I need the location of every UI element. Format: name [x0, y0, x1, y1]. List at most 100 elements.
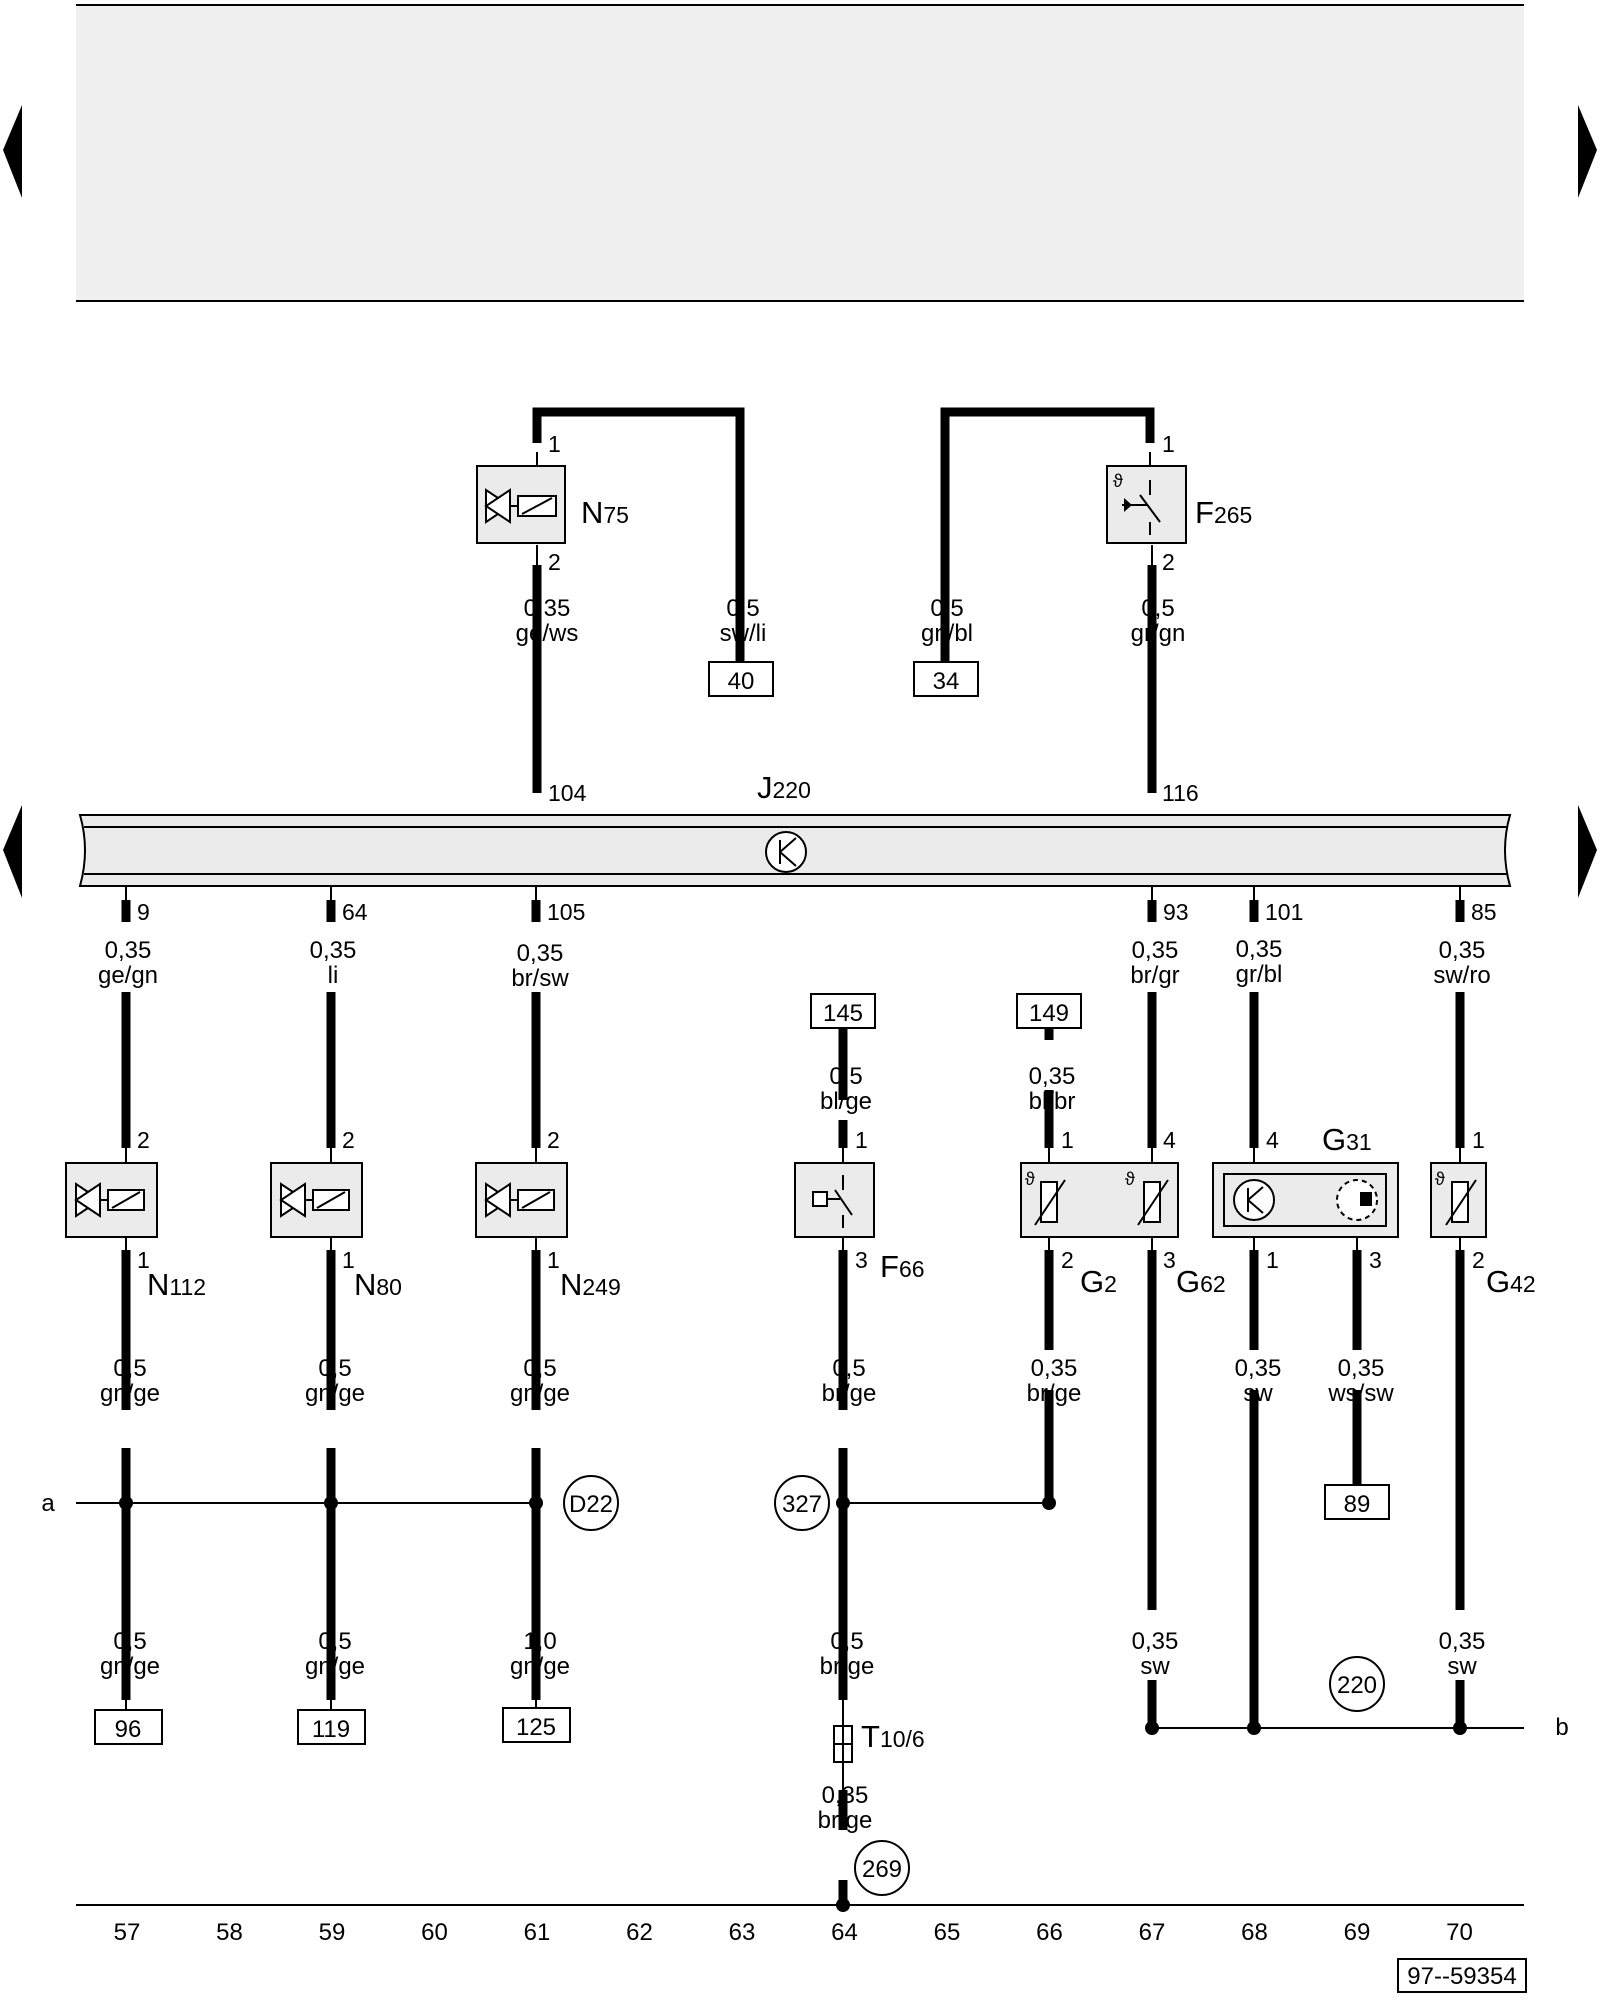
j220-control-unit	[78, 814, 1512, 887]
wire-g42-bt-size: 0,35	[1439, 1628, 1486, 1655]
next-page-arrow-lower-icon[interactable]	[1578, 805, 1597, 898]
wire-g31-1-color: sw	[1243, 1380, 1273, 1407]
j220-pin-93: 93	[1163, 899, 1189, 925]
wire-105-size: 0,35	[517, 940, 564, 967]
wire-119-color: gn/ge	[305, 1653, 365, 1680]
ref-box-89	[1324, 1484, 1390, 1520]
wire-9-size: 0,35	[105, 937, 152, 964]
g42-thermo-icon: ϑ	[1435, 1169, 1445, 1189]
g2-pin-2: 2	[1061, 1247, 1074, 1273]
prev-page-arrow-icon[interactable]	[3, 105, 22, 198]
ref-40: 40	[728, 668, 755, 695]
grid-number-57: 57	[114, 1919, 141, 1946]
n112-pin-2: 2	[137, 1127, 150, 1153]
grid-number-64: 64	[831, 1919, 858, 1946]
f66-label: F66	[880, 1249, 925, 1284]
j220-pin-116: 116	[1162, 780, 1199, 806]
grid-number-68: 68	[1241, 1919, 1268, 1946]
g42-pin-1: 1	[1472, 1127, 1485, 1153]
wire-149-size: 0,35	[1029, 1063, 1076, 1090]
wire-101-color: gr/bl	[1236, 961, 1283, 988]
wire-n80-color: gn/ge	[305, 1380, 365, 1407]
grid-number-70: 70	[1446, 1919, 1473, 1946]
wire-n249-color: gn/ge	[510, 1380, 570, 1407]
g31-pressure-sensor	[1212, 1162, 1399, 1238]
ref-89: 89	[1344, 1491, 1371, 1518]
wire-96-color: gn/ge	[100, 1653, 160, 1680]
wire-n75-color: ge/ws	[516, 620, 579, 647]
grid-number-67: 67	[1139, 1919, 1166, 1946]
wire-93-size: 0,35	[1132, 937, 1179, 964]
f66-pin-3: 3	[855, 1247, 868, 1273]
ref-34: 34	[933, 668, 960, 695]
ref-145: 145	[823, 1000, 863, 1027]
ref-box-96	[94, 1709, 163, 1745]
g62-pin-3: 3	[1163, 1247, 1176, 1273]
n80-label: N80	[354, 1267, 402, 1302]
grid-number-58: 58	[216, 1919, 243, 1946]
wire-t10-lower-size: 0,35	[822, 1782, 869, 1809]
n112-pin-1: 1	[137, 1247, 150, 1273]
diagram-code-box	[1397, 1958, 1527, 1993]
wire-g62-bt-size: 0,35	[1132, 1628, 1179, 1655]
n80-pin-2: 2	[342, 1127, 355, 1153]
wire-f66-size: 0,5	[832, 1355, 865, 1382]
ground-d22-label: D22	[569, 1491, 613, 1518]
ground-point-327	[774, 1475, 830, 1531]
f265-pin-2: 2	[1162, 549, 1175, 575]
next-page-arrow-icon[interactable]	[1578, 105, 1597, 198]
top-wires	[532, 407, 1157, 793]
ref-box-40	[708, 661, 774, 697]
g2-label: G2	[1080, 1264, 1117, 1299]
n249-solenoid	[475, 1162, 568, 1238]
ref-box-125	[502, 1707, 571, 1743]
g42-label: G42	[1486, 1264, 1536, 1299]
ref-box-119	[297, 1709, 366, 1745]
wire-64-color: li	[328, 962, 339, 989]
wire-gnbl-size: 0,5	[930, 595, 963, 622]
ref-box-149	[1016, 993, 1082, 1029]
g31-pin-1: 1	[1266, 1247, 1279, 1273]
grid-number-59: 59	[319, 1919, 346, 1946]
wire-g2-size: 0,35	[1031, 1355, 1078, 1382]
ref-box-34	[913, 661, 979, 697]
wire-g31-1-size: 0,35	[1235, 1355, 1282, 1382]
wire-t10-lower-color: br/ge	[818, 1807, 873, 1834]
wire-101-size: 0,35	[1236, 936, 1283, 963]
wire-g31-3-color: ws/sw	[1327, 1380, 1394, 1407]
wire-105-color: br/sw	[511, 965, 569, 992]
n75-pin-1: 1	[548, 431, 561, 457]
n112-label: N112	[147, 1267, 206, 1302]
wire-f66-color: br/ge	[822, 1380, 877, 1407]
j220-label: J220	[757, 770, 811, 805]
grid-number-66: 66	[1036, 1919, 1063, 1946]
line-label-a: a	[41, 1490, 55, 1517]
wire-t10-color: br/ge	[820, 1653, 875, 1680]
f66-switch	[794, 1162, 875, 1238]
grid-number-65: 65	[934, 1919, 961, 1946]
j220-pin-85: 85	[1471, 899, 1497, 925]
t10-connector-icon	[833, 1720, 853, 1770]
g62-thermo-icon: ϑ	[1125, 1169, 1135, 1189]
wire-g62-bt-color: sw	[1140, 1653, 1170, 1680]
ref-96: 96	[115, 1716, 142, 1743]
wire-g2-color: br/ge	[1027, 1380, 1082, 1407]
wire-g42-bt-color: sw	[1447, 1653, 1477, 1680]
g31-sensor-element-icon	[1336, 1179, 1378, 1221]
wire-149-color: bl/br	[1029, 1088, 1076, 1115]
wire-g31-3-size: 0,35	[1338, 1355, 1385, 1382]
j220-pin-101: 101	[1265, 899, 1303, 925]
n75-solenoid	[476, 452, 566, 544]
wire-145-color: bl/ge	[820, 1088, 872, 1115]
wire-96-size: 0,5	[113, 1628, 146, 1655]
grid-number-62: 62	[626, 1919, 653, 1946]
n249-label: N249	[560, 1267, 621, 1302]
prev-page-arrow-lower-icon[interactable]	[3, 805, 22, 898]
wire-n75-size: 0,35	[524, 595, 571, 622]
t10-connector-label: T10/6	[861, 1719, 925, 1754]
ground-269-label: 269	[862, 1856, 902, 1883]
transistor-icon	[765, 831, 807, 873]
wire-swli-size: 0,5	[726, 595, 759, 622]
ref-119: 119	[312, 1716, 350, 1743]
g31-transistor-icon	[1233, 1179, 1275, 1221]
